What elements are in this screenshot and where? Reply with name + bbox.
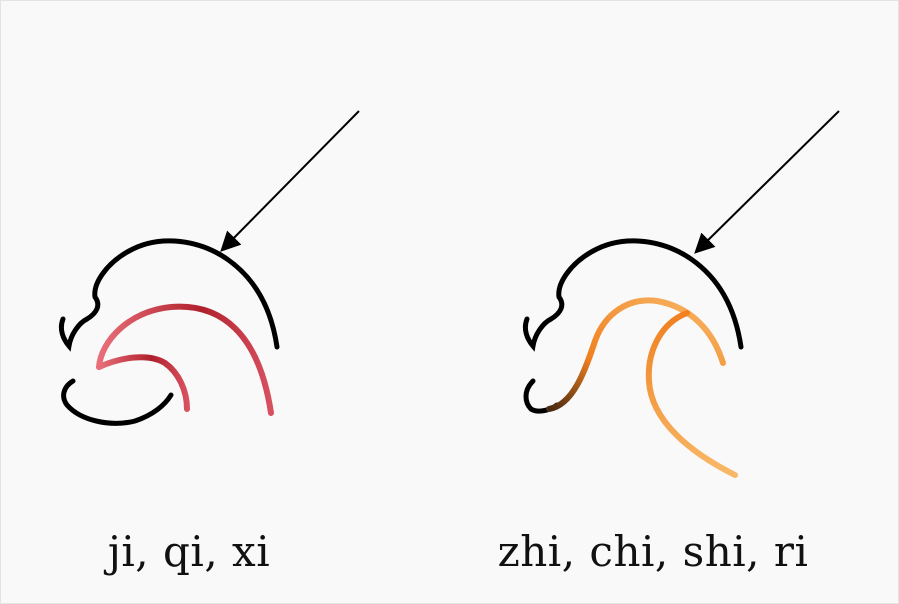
left-palate-outline bbox=[58, 238, 280, 352]
left-diagram bbox=[58, 110, 360, 426]
left-lower-lip bbox=[61, 378, 174, 426]
left-arrow bbox=[220, 110, 360, 252]
right-tongue-back bbox=[645, 310, 738, 478]
right-arrow bbox=[694, 110, 840, 254]
left-tongue-outer bbox=[96, 303, 274, 416]
right-palate-outline bbox=[522, 238, 744, 352]
caption-right: zhi, chi, shi, ri bbox=[497, 527, 809, 576]
right-diagram bbox=[522, 110, 840, 478]
left-tongue-inner bbox=[96, 354, 190, 412]
caption-left: ji, qi, xi bbox=[107, 527, 271, 576]
right-tongue-front bbox=[546, 297, 726, 412]
